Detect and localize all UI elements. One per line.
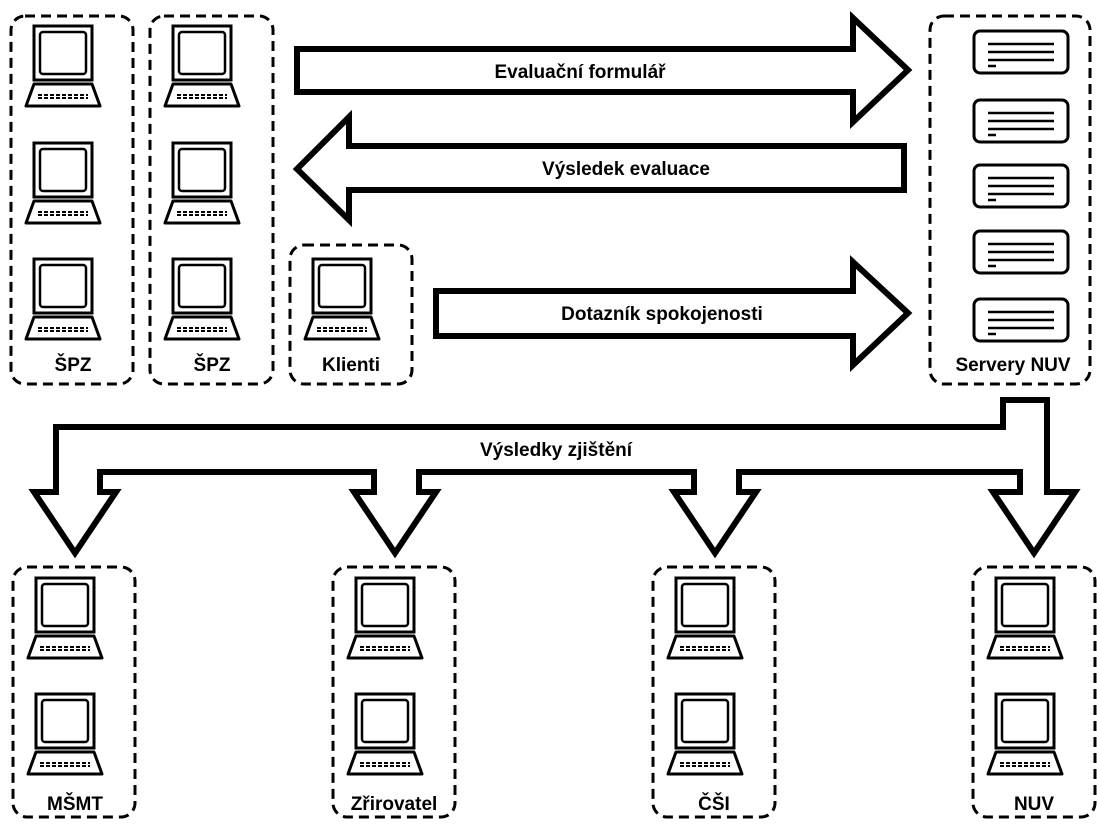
group-label-klienti: Klienti <box>322 355 380 376</box>
group-label-zrizovatel: Zřirovatel <box>351 794 438 815</box>
group-zrizovatel: Zřirovatel <box>331 565 457 819</box>
laptop-icon <box>666 576 744 660</box>
laptop-icon <box>24 257 102 341</box>
laptop-icon <box>26 576 104 660</box>
group-label-spz-1: ŠPZ <box>55 354 92 376</box>
laptop-icon <box>26 692 104 776</box>
laptop-icon <box>346 576 424 660</box>
arrow-satisfaction-questionnaire: Dotazník spokojenosti <box>433 255 913 372</box>
arrow-label-satisfaction-questionnaire: Dotazník spokojenosti <box>561 304 763 325</box>
laptop-icon <box>163 257 241 341</box>
laptop-icon <box>986 692 1064 776</box>
server-icon <box>972 29 1070 75</box>
group-spz-2: ŠPZ <box>148 14 275 386</box>
group-label-csi: ČŠI <box>698 793 730 815</box>
laptop-icon <box>24 24 102 108</box>
group-label-servery-nuv: Servery NUV <box>955 355 1070 376</box>
laptop-icon <box>24 141 102 225</box>
laptop-icon <box>163 24 241 108</box>
group-klienti: Klienti <box>288 243 414 386</box>
arrow-evaluation-result: Výsledek evaluace <box>292 109 907 228</box>
server-icon <box>972 297 1070 343</box>
group-nuv: NUV <box>971 565 1097 819</box>
group-msmt: MŠMT <box>11 565 137 819</box>
arrow-label-findings: Výsledky zjištění <box>480 440 633 461</box>
arrow-findings: Výsledky zjištění <box>28 397 1081 559</box>
laptop-icon <box>303 257 381 341</box>
laptop-icon <box>346 692 424 776</box>
group-spz-1: ŠPZ <box>9 14 135 386</box>
group-label-msmt: MŠMT <box>47 793 103 815</box>
laptop-icon <box>986 576 1064 660</box>
server-icon <box>972 163 1070 209</box>
arrow-label-evaluation-form: Evaluační formulář <box>494 62 666 83</box>
group-label-nuv: NUV <box>1014 794 1054 815</box>
server-icon <box>972 98 1070 144</box>
server-icon <box>972 229 1070 275</box>
laptop-icon <box>666 692 744 776</box>
arrow-evaluation-form: Evaluační formulář <box>294 11 913 129</box>
group-label-spz-2: ŠPZ <box>194 354 231 376</box>
arrow-label-evaluation-result: Výsledek evaluace <box>542 159 710 180</box>
group-csi: ČŠI <box>651 565 777 819</box>
laptop-icon <box>163 141 241 225</box>
group-servery-nuv: Servery NUV <box>928 14 1092 386</box>
